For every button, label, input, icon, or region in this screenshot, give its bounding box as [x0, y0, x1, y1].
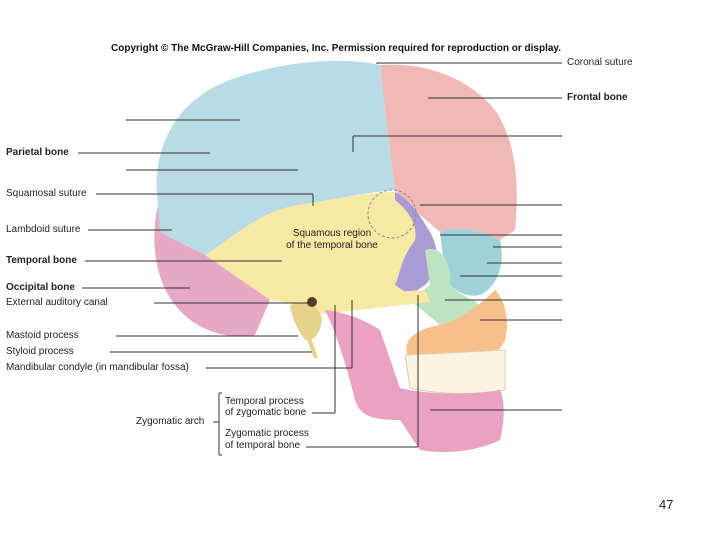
mastoid-process-shape [290, 303, 322, 341]
styloid-process-shape [306, 335, 318, 358]
maxilla-shape [406, 290, 507, 360]
right-leader-lines [352, 62, 562, 411]
label-zygomatic-process-line1: Zygomatic process [225, 428, 309, 439]
label-mastoid-process: Mastoid process [6, 330, 79, 341]
label-frontal-bone: Frontal bone [567, 92, 628, 103]
label-zygomatic-arch: Zygomatic arch [136, 416, 205, 427]
orbit-shape [440, 228, 502, 296]
external-auditory-canal-shape [307, 297, 317, 307]
pterion-circle [367, 189, 417, 239]
label-temporal-process-line1: Temporal process [225, 396, 304, 407]
frontal-bone-shape [380, 64, 517, 240]
sphenoid-bone-shape [395, 192, 437, 295]
upper-teeth-shape [404, 349, 506, 394]
label-squamous-region-line2: of the temporal bone [286, 240, 378, 251]
label-temporal-bone: Temporal bone [6, 255, 77, 266]
label-external-auditory-canal: External auditory canal [6, 297, 108, 308]
label-zygomatic-process-line2: of temporal bone [225, 440, 301, 451]
label-occipital-bone: Occipital bone [6, 282, 75, 293]
copyright-notice: Copyright © The McGraw-Hill Companies, I… [111, 43, 562, 54]
zygomatic-bone-shape [410, 249, 482, 327]
label-styloid-process: Styloid process [6, 346, 74, 357]
label-mandibular-condyle: Mandibular condyle (in mandibular fossa) [6, 362, 189, 373]
mandible-shape [325, 310, 504, 452]
left-leader-lines [78, 119, 419, 456]
label-lambdoid-suture: Lambdoid suture [6, 224, 81, 235]
temporal-bone-shape [205, 192, 417, 310]
parietal-bone-shape [156, 60, 395, 256]
label-parietal-bone: Parietal bone [6, 147, 69, 158]
label-coronal-suture: Coronal suture [567, 57, 633, 68]
label-squamous-region-line1: Squamous region [292, 228, 372, 239]
label-temporal-process-line2: of zygomatic bone [225, 407, 307, 418]
label-squamosal-suture: Squamosal suture [6, 188, 87, 199]
zygomatic-arch-shape [300, 290, 430, 315]
page-number: 47 [659, 497, 674, 512]
